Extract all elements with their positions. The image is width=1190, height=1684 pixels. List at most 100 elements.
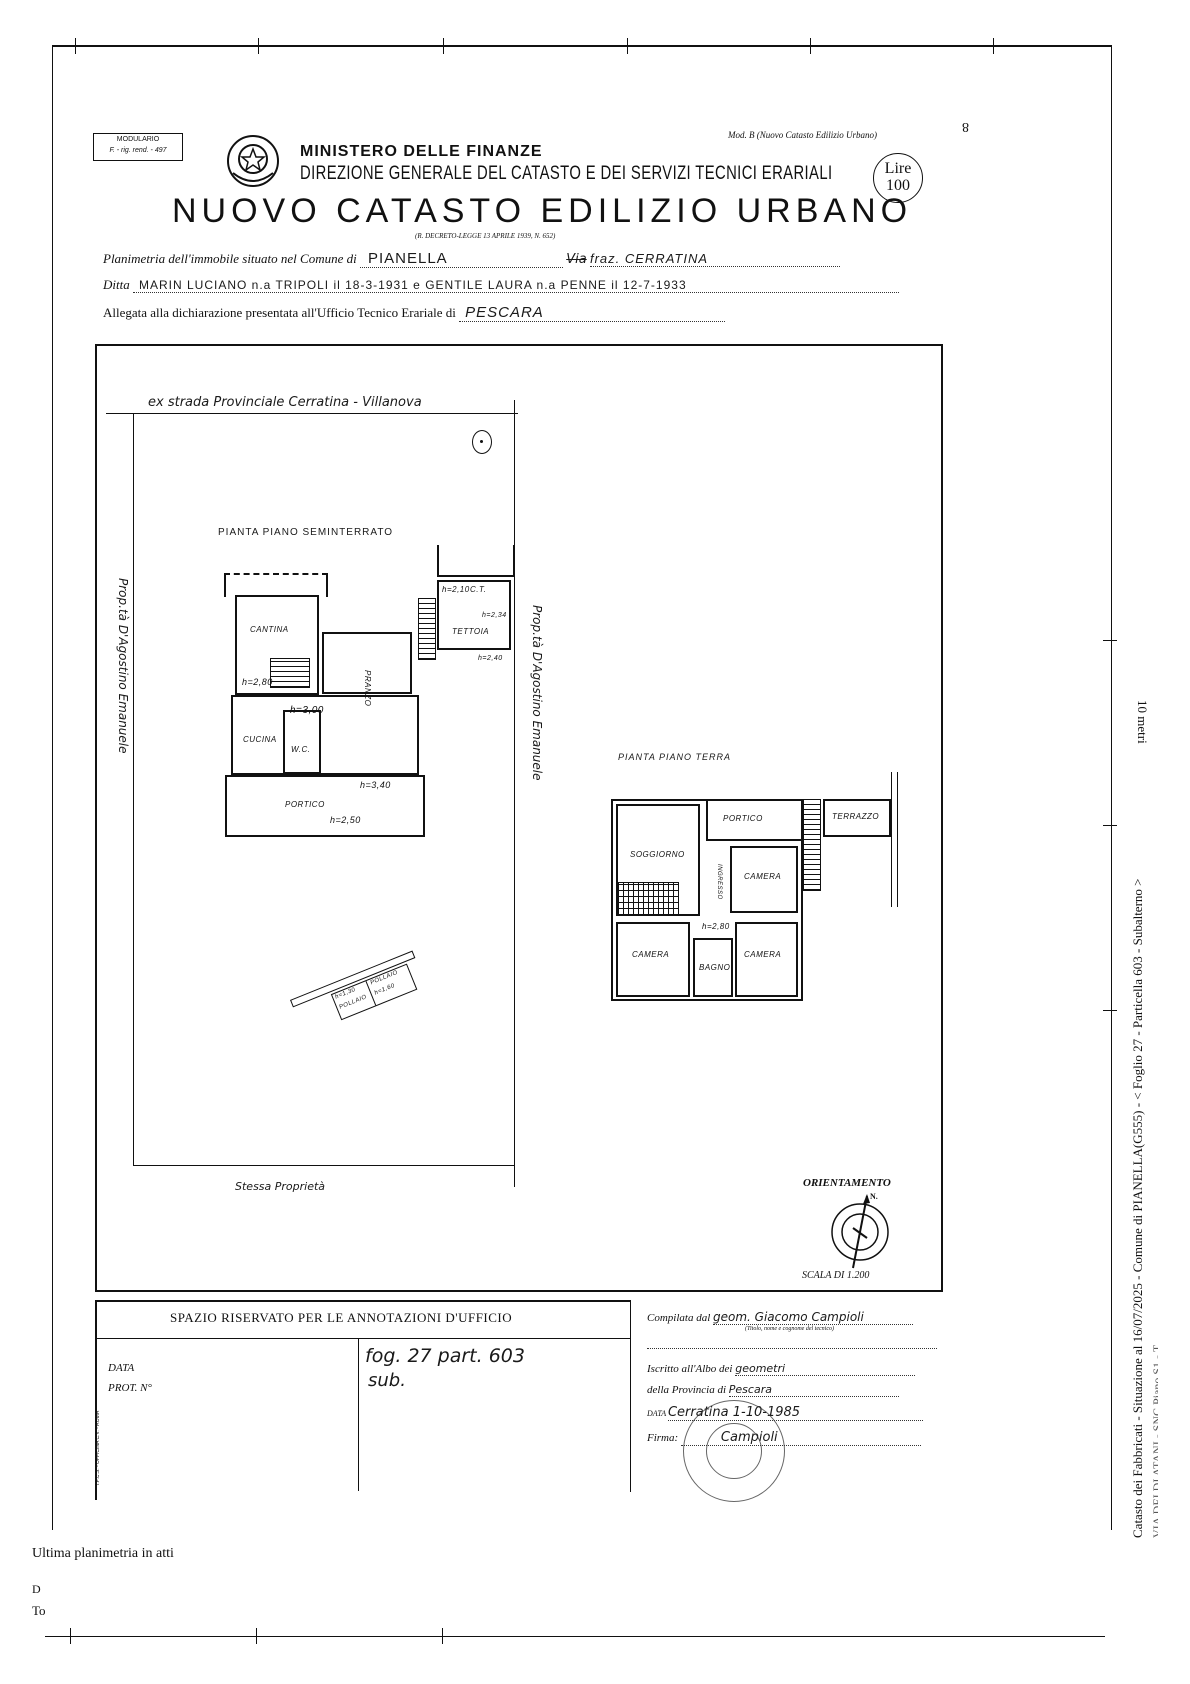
official-seal-icon: [683, 1400, 785, 1502]
bagno-label: BAGNO: [699, 963, 731, 972]
wc-label: W.C.: [291, 745, 311, 754]
direction-title: DIREZIONE GENERALE DEL CATASTO E DEI SER…: [300, 163, 833, 184]
compiler-date-label: DATA: [647, 1409, 666, 1418]
cantina-height: h=2,80: [242, 677, 273, 687]
office-column-divider: [358, 1338, 359, 1491]
compilata-value: geom. Giacomo Campioli: [713, 1310, 914, 1325]
center-height: h=3,00: [290, 705, 324, 716]
comune-value: PIANELLA: [359, 250, 563, 268]
page-marker: 8: [962, 119, 969, 134]
modulario-box: MODULARIO F. - rig. rend. - 497: [93, 133, 183, 161]
terrazzo-label: TERRAZZO: [832, 812, 880, 821]
room-camera3: [735, 922, 798, 997]
planimetria-row: Planimetria dell'immobile situato nel Co…: [103, 250, 921, 268]
room-camera2: [616, 922, 690, 997]
room-portico-ground: [706, 799, 803, 841]
office-data-label: DATA: [108, 1362, 135, 1374]
camera1-label: CAMERA: [744, 872, 782, 881]
portico-ground-label: PORTICO: [723, 814, 763, 823]
frame-tick: [75, 38, 76, 54]
room-camera1: [730, 846, 798, 913]
compass-icon: [825, 1190, 895, 1270]
compilata-row: Compilata dal geom. Giacomo Campioli: [647, 1310, 937, 1325]
modulario-line1: MODULARIO: [116, 136, 160, 143]
footer-total-fragment: To: [32, 1603, 46, 1618]
iscritto-value: geometri: [735, 1362, 916, 1376]
frame-tick: [627, 38, 628, 54]
pollaio-h2: h=1,60: [373, 982, 396, 997]
office-box: [95, 1300, 630, 1500]
frazione-value: fraz. CERRATINA: [589, 251, 840, 267]
iscritto-label: Iscritto all'Albo dei: [647, 1363, 733, 1375]
ground-height: h=2,80: [702, 922, 730, 931]
left-neighbor-label: Prop.tà D'Agostino Emanuele: [116, 578, 130, 754]
camera3-label: CAMERA: [744, 950, 782, 959]
tettoia-height2: h=2,40: [478, 655, 503, 662]
scale-label: SCALA DI 1.200: [802, 1270, 870, 1281]
allegata-label: Allegata alla dichiarazione presentata a…: [103, 305, 456, 320]
room-bagno: [693, 938, 733, 997]
ct-label: C.T.: [470, 585, 487, 594]
ministry-title: MINISTERO DELLE FINANZE: [300, 143, 543, 160]
stamp-line2: 100: [886, 177, 910, 194]
ground-floor-title: PIANTA PIANO TERRA: [618, 752, 732, 762]
allegata-row: Allegata alla dichiarazione presentata a…: [103, 304, 921, 322]
tettoia-walls: [437, 545, 515, 577]
cantina-label: CANTINA: [250, 625, 289, 634]
ditta-label: Ditta: [103, 277, 130, 292]
lot-right-boundary: [514, 400, 515, 1187]
planimetria-label: Planimetria dell'immobile situato nel Co…: [103, 251, 357, 266]
orientation-label: ORIENTAMENTO: [803, 1177, 891, 1189]
stamp-line1: Lire: [884, 160, 912, 177]
frame-tick: [256, 1628, 257, 1644]
room-terrazzo: [823, 799, 891, 837]
well-icon: [472, 430, 492, 454]
soggiorno-label: SOGGIORNO: [630, 850, 685, 859]
emblem-icon: [225, 133, 281, 189]
room-wc: [283, 710, 321, 774]
compiler-spacer-line: [647, 1348, 937, 1349]
office-annotation-line2: sub.: [368, 1370, 406, 1391]
frame-tick: [258, 38, 259, 54]
drawing-area: [95, 344, 943, 1292]
lot-bottom-boundary: [133, 1165, 514, 1166]
room-portico-semi: [225, 775, 425, 837]
room-cucina-area: [231, 695, 419, 775]
compiler-date-row: DATA Cerratina 1-10-1985: [647, 1405, 937, 1421]
ultima-planimetria-label: Ultima planimetria in atti: [32, 1546, 174, 1561]
frame-top: [52, 45, 1112, 47]
room-cantina: [235, 595, 319, 695]
ground-internal-stairs: [617, 882, 679, 916]
ditta-value: MARIN LUCIANO n.a TRIPOLI il 18-3-1931 e…: [132, 278, 899, 293]
cucina-label: CUCINA: [243, 735, 277, 744]
office-side-print: I.P.C.S. - OFFICINA C.V. - ROMA: [95, 1410, 101, 1485]
ufficio-value: PESCARA: [459, 304, 726, 322]
firma-label: Firma:: [647, 1432, 679, 1444]
frame-tick: [70, 1628, 71, 1644]
iscritto-row: Iscritto all'Albo dei geometri: [647, 1362, 937, 1376]
tettoia-height: h=2,34: [482, 612, 507, 619]
provincia-label: della Provincia di: [647, 1384, 727, 1396]
compilata-hint: (Titolo, nome e cognome del tecnico): [745, 1326, 834, 1332]
terrazzo-support: [897, 772, 898, 907]
frame-bottom: [45, 1636, 1105, 1637]
room-pranzo: [322, 632, 412, 694]
office-annotation-line1: fog. 27 part. 603: [365, 1345, 525, 1367]
bottom-neighbor-label: Stessa Proprietà: [235, 1180, 326, 1193]
frame-tick: [1103, 825, 1117, 826]
office-prot-label: PROT. N°: [108, 1382, 152, 1394]
side-address-fragment: VIA DEI DI ATANI - SNC Piano S1 - T: [1150, 1345, 1158, 1538]
provincia-value: Pescara: [728, 1383, 899, 1397]
room-tettoia: [437, 580, 511, 650]
camera2-label: CAMERA: [632, 950, 670, 959]
frame-tick: [993, 38, 994, 54]
right-neighbor-label: Prop.tà D'Agostino Emanuele: [530, 605, 544, 781]
decree-reference: (R. DECRETO-LEGGE 13 APRILE 1939, N. 652…: [415, 232, 556, 240]
office-right-border: [630, 1300, 631, 1492]
ingresso-label: INGRESSO: [716, 864, 722, 900]
via-struck: Via: [566, 252, 587, 267]
road-line: [106, 413, 518, 414]
frame-right: [1111, 45, 1112, 1530]
cadastral-side-text: Catasto dei Fabbricati - Situazione al 1…: [1130, 878, 1145, 1539]
frame-tick: [1103, 1010, 1117, 1011]
